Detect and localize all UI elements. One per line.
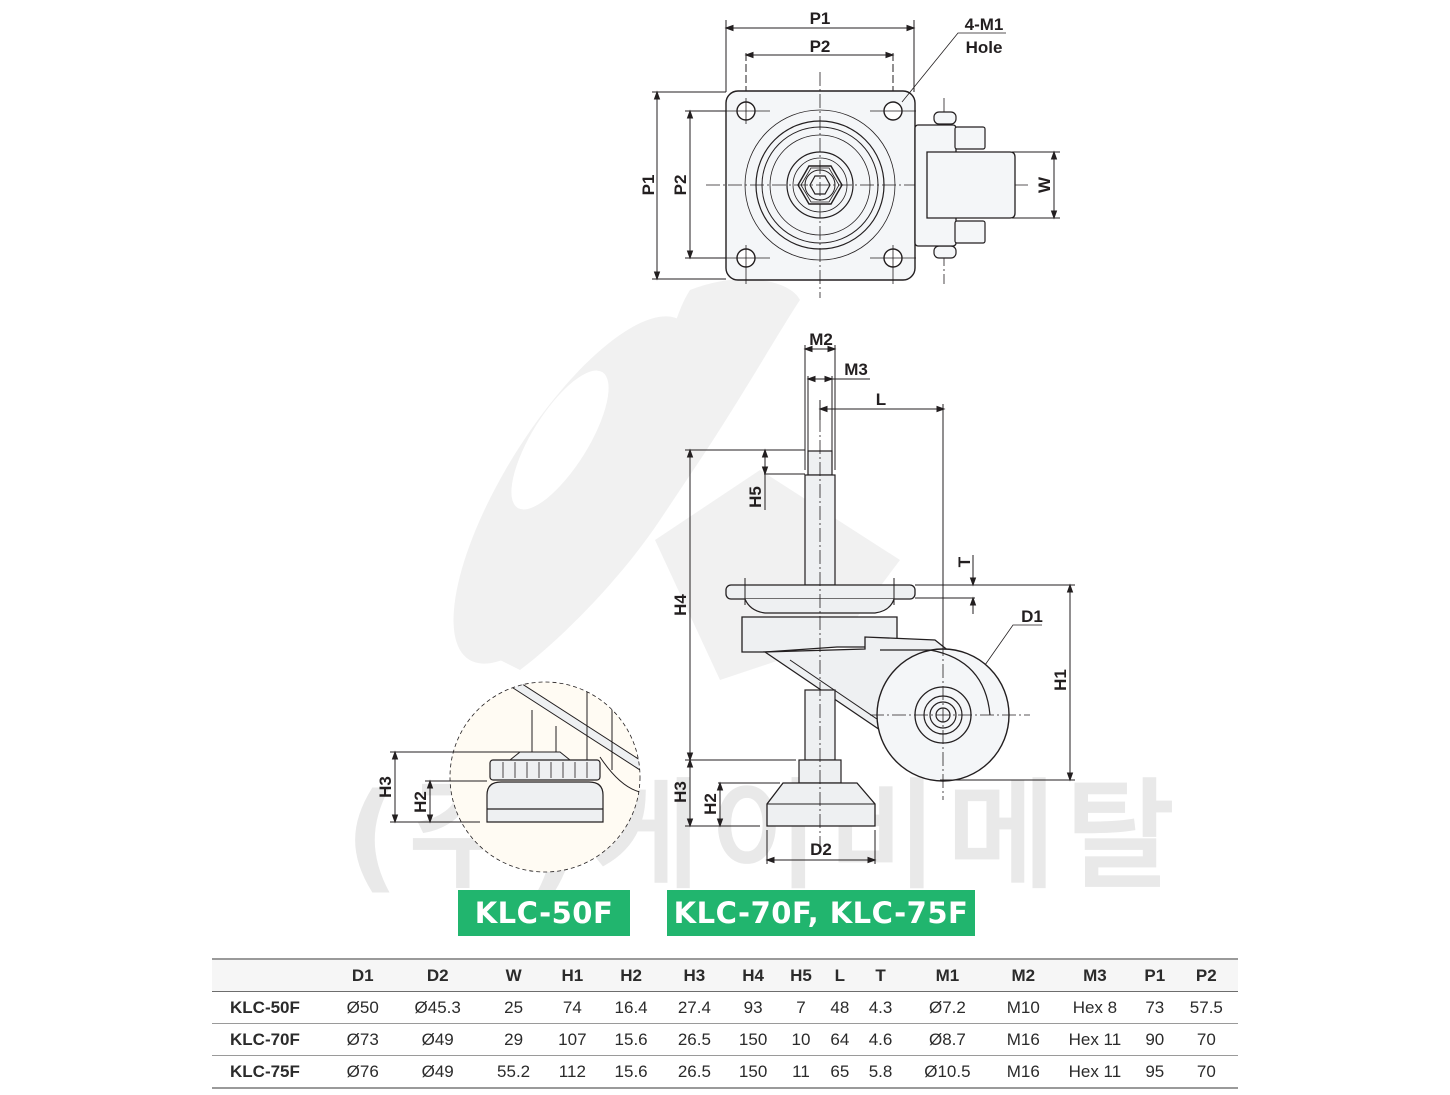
cell-h5: 11 [780,1055,822,1089]
col-header-l: L [821,958,858,992]
dim-label-m2: M2 [809,330,833,349]
spec-table-header-row: D1 D2 W H1 H2 H3 H4 H5 L T M1 M2 M3 P1 P… [212,958,1238,992]
col-header-h3: H3 [662,958,726,992]
dim-label-h4: H4 [671,594,690,616]
cell-m3: Hex 8 [1054,991,1135,1024]
cell-h4: 150 [726,1023,781,1056]
col-header-t: T [857,958,904,992]
spec-table: D1 D2 W H1 H2 H3 H4 H5 L T M1 M2 M3 P1 P… [212,958,1238,1089]
dim-label-p2-left: P2 [671,175,690,196]
cell-model: KLC-75F [212,1055,332,1089]
table-row: KLC-70F Ø73 Ø49 29 107 15.6 26.5 150 10 … [212,1023,1238,1056]
col-header-p1: P1 [1134,958,1175,992]
dim-label-t: T [955,556,974,567]
model-badge-klc-70f-75f: KLC-70F, KLC-75F [667,890,975,936]
col-header-m2: M2 [991,958,1055,992]
cell-d1: Ø76 [332,1055,394,1089]
cell-p2: 70 [1174,1055,1238,1089]
cell-t: 5.8 [857,1055,904,1089]
detail-label-h2: H2 [411,791,430,813]
cell-h5: 10 [780,1023,822,1056]
cell-w: 29 [481,1023,546,1056]
dim-label-h5: H5 [746,486,765,508]
table-row: KLC-50F Ø50 Ø45.3 25 74 16.4 27.4 93 7 4… [212,991,1238,1024]
cell-model: KLC-50F [212,991,332,1024]
cell-p2: 57.5 [1174,991,1238,1024]
cell-m2: M16 [991,1023,1055,1056]
dim-label-h1: H1 [1051,669,1070,691]
col-header-p2: P2 [1174,958,1238,992]
dim-label-h2: H2 [701,793,720,815]
cell-h1: 112 [545,1055,600,1089]
cell-m2: M16 [991,1055,1055,1089]
dim-label-m3: M3 [844,360,868,379]
cell-h3: 27.4 [662,991,726,1024]
cell-m1: Ø7.2 [903,991,992,1024]
cell-l: 65 [821,1055,858,1089]
cell-w: 25 [481,991,546,1024]
cell-w: 55.2 [481,1055,546,1089]
cell-p2: 70 [1174,1023,1238,1056]
col-header-h1: H1 [545,958,600,992]
cell-h1: 107 [545,1023,600,1056]
cell-h2: 15.6 [599,1023,663,1056]
cell-d1: Ø50 [332,991,394,1024]
cell-p1: 90 [1134,1023,1175,1056]
cell-m3: Hex 11 [1054,1023,1135,1056]
col-header-model [212,958,332,992]
cell-d2: Ø49 [393,1055,482,1089]
cell-h4: 150 [726,1055,781,1089]
cell-h2: 16.4 [599,991,663,1024]
cell-m2: M10 [991,991,1055,1024]
cell-h3: 26.5 [662,1055,726,1089]
dim-label-p1-left: P1 [639,175,658,196]
cell-h4: 93 [726,991,781,1024]
detail-label-h3: H3 [376,776,395,798]
hole-callout-line1: 4-M1 [965,15,1004,34]
table-row: KLC-75F Ø76 Ø49 55.2 112 15.6 26.5 150 1… [212,1055,1238,1089]
cell-d1: Ø73 [332,1023,394,1056]
dim-label-d2: D2 [810,840,832,859]
cell-m3: Hex 11 [1054,1055,1135,1089]
cell-l: 48 [821,991,858,1024]
cell-p1: 95 [1134,1055,1175,1089]
col-header-w: W [481,958,546,992]
cell-l: 64 [821,1023,858,1056]
dim-label-d1: D1 [1021,607,1043,626]
cell-model: KLC-70F [212,1023,332,1056]
cell-h1: 74 [545,991,600,1024]
cell-m1: Ø10.5 [903,1055,992,1089]
cell-h2: 15.6 [599,1055,663,1089]
col-header-m1: M1 [903,958,992,992]
hole-callout-line2: Hole [966,38,1003,57]
col-header-h4: H4 [726,958,781,992]
dim-label-w: W [1035,176,1054,193]
dim-label-l: L [876,390,886,409]
dim-label-h3: H3 [671,781,690,803]
cell-h3: 26.5 [662,1023,726,1056]
cell-p1: 73 [1134,991,1175,1024]
dim-label-p1-top: P1 [810,9,831,28]
cell-h5: 7 [780,991,822,1024]
model-badge-klc-50f: KLC-50F [458,890,630,936]
cell-m1: Ø8.7 [903,1023,992,1056]
cell-t: 4.6 [857,1023,904,1056]
cell-t: 4.3 [857,991,904,1024]
col-header-d2: D2 [393,958,482,992]
cell-d2: Ø49 [393,1023,482,1056]
col-header-m3: M3 [1054,958,1135,992]
col-header-h5: H5 [780,958,822,992]
dim-label-p2-top: P2 [810,37,831,56]
col-header-d1: D1 [332,958,394,992]
cell-d2: Ø45.3 [393,991,482,1024]
col-header-h2: H2 [599,958,663,992]
